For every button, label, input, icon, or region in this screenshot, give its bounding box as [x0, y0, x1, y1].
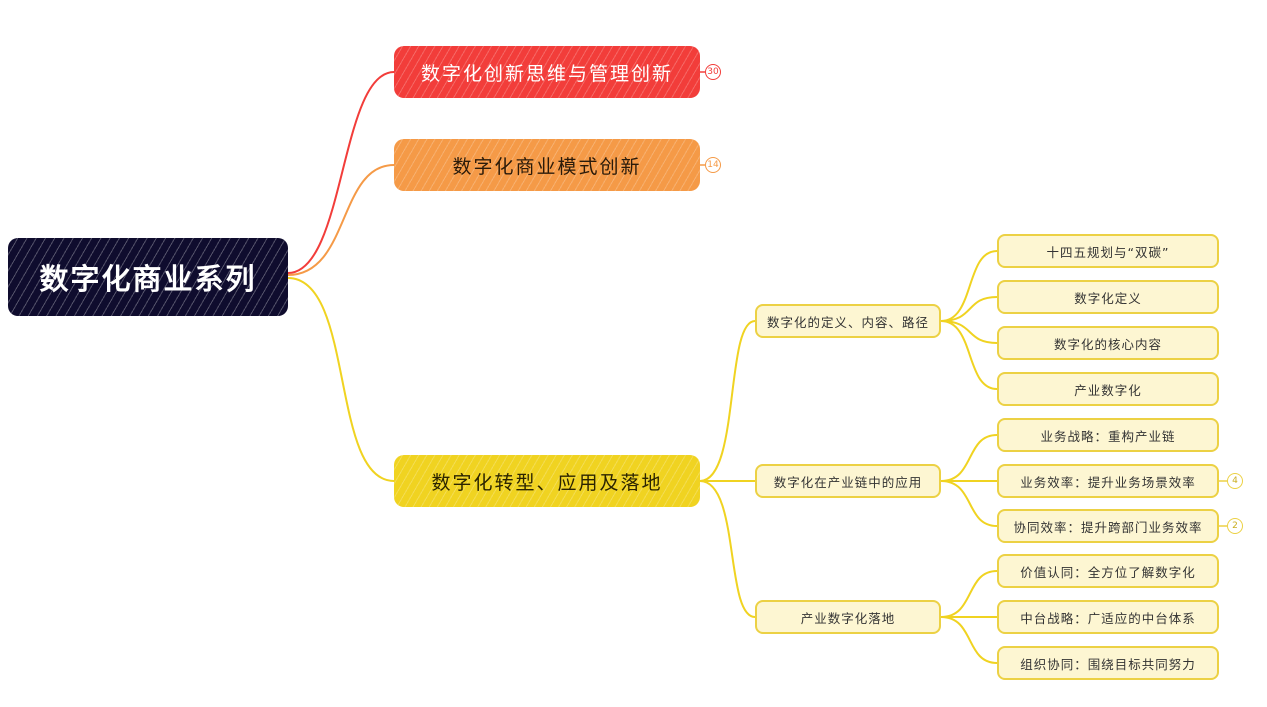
root-topic-label: 数字化商业系列	[39, 262, 257, 296]
leaf-topic[interactable]: 数字化的核心内容	[997, 326, 1219, 360]
leaf-label: 业务效率：提升业务场景效率	[1020, 474, 1196, 490]
subtopic-label: 数字化的定义、内容、路径	[766, 314, 929, 330]
root-topic[interactable]: 数字化商业系列	[8, 238, 288, 316]
leaf-topic[interactable]: 协同效率：提升跨部门业务效率	[997, 509, 1219, 543]
leaf-label: 产业数字化	[1074, 382, 1142, 398]
edge-root-branch-1	[287, 71, 395, 274]
subtopic-industry-digitalization-landing[interactable]: 产业数字化落地	[755, 600, 941, 634]
branch-label: 数字化创新思维与管理创新	[420, 62, 673, 85]
edge-branch-3-sub-1	[699, 320, 756, 482]
leaf-topic[interactable]: 中台战略：广适应的中台体系	[997, 600, 1219, 634]
leaf-label: 组织协同：围绕目标共同努力	[1020, 656, 1196, 672]
collapsed-count-badge[interactable]: 2	[1227, 518, 1243, 534]
collapsed-count-badge[interactable]: 14	[705, 157, 721, 173]
leaf-label: 数字化定义	[1074, 290, 1142, 306]
leaf-topic[interactable]: 业务战略：重构产业链	[997, 418, 1219, 452]
leaf-topic[interactable]: 业务效率：提升业务场景效率	[997, 464, 1219, 498]
edge-sub-1-leaf-4	[940, 320, 998, 390]
leaf-topic[interactable]: 十四五规划与“双碳”	[997, 234, 1219, 268]
leaf-label: 十四五规划与“双碳”	[1046, 244, 1170, 260]
subtopic-label: 数字化在产业链中的应用	[773, 474, 923, 490]
edge-sub-1-leaf-2	[940, 296, 998, 322]
leaf-label: 中台战略：广适应的中台体系	[1020, 610, 1196, 626]
edge-sub-1-leaf-3	[940, 320, 998, 344]
branch-label: 数字化转型、应用及落地	[431, 471, 663, 494]
leaf-label: 数字化的核心内容	[1053, 336, 1162, 352]
leaf-label: 业务战略：重构产业链	[1040, 428, 1176, 444]
edge-sub-3-leaf-1	[940, 570, 998, 618]
branch-digital-innovation-thinking[interactable]: 数字化创新思维与管理创新	[394, 46, 700, 98]
collapsed-count-badge[interactable]: 30	[705, 64, 721, 80]
leaf-topic[interactable]: 组织协同：围绕目标共同努力	[997, 646, 1219, 680]
collapsed-count-badge[interactable]: 4	[1227, 473, 1243, 489]
edge-sub-3-leaf-3	[940, 616, 998, 664]
edge-root-branch-2	[287, 164, 395, 276]
leaf-label: 价值认同：全方位了解数字化	[1020, 564, 1196, 580]
leaf-topic[interactable]: 产业数字化	[997, 372, 1219, 406]
edge-root-branch-3	[287, 277, 395, 482]
leaf-label: 协同效率：提升跨部门业务效率	[1013, 519, 1203, 535]
branch-label: 数字化商业模式创新	[452, 155, 642, 178]
edge-sub-2-leaf-1	[940, 434, 998, 482]
subtopic-definition-content-path[interactable]: 数字化的定义、内容、路径	[755, 304, 941, 338]
subtopic-industry-chain-application[interactable]: 数字化在产业链中的应用	[755, 464, 941, 498]
branch-digital-transformation[interactable]: 数字化转型、应用及落地	[394, 455, 700, 507]
subtopic-label: 产业数字化落地	[800, 610, 896, 626]
edge-sub-1-leaf-1	[940, 250, 998, 322]
branch-business-model-innovation[interactable]: 数字化商业模式创新	[394, 139, 700, 191]
leaf-topic[interactable]: 价值认同：全方位了解数字化	[997, 554, 1219, 588]
leaf-topic[interactable]: 数字化定义	[997, 280, 1219, 314]
edge-branch-3-sub-3	[699, 480, 756, 618]
edge-sub-2-leaf-3	[940, 480, 998, 527]
